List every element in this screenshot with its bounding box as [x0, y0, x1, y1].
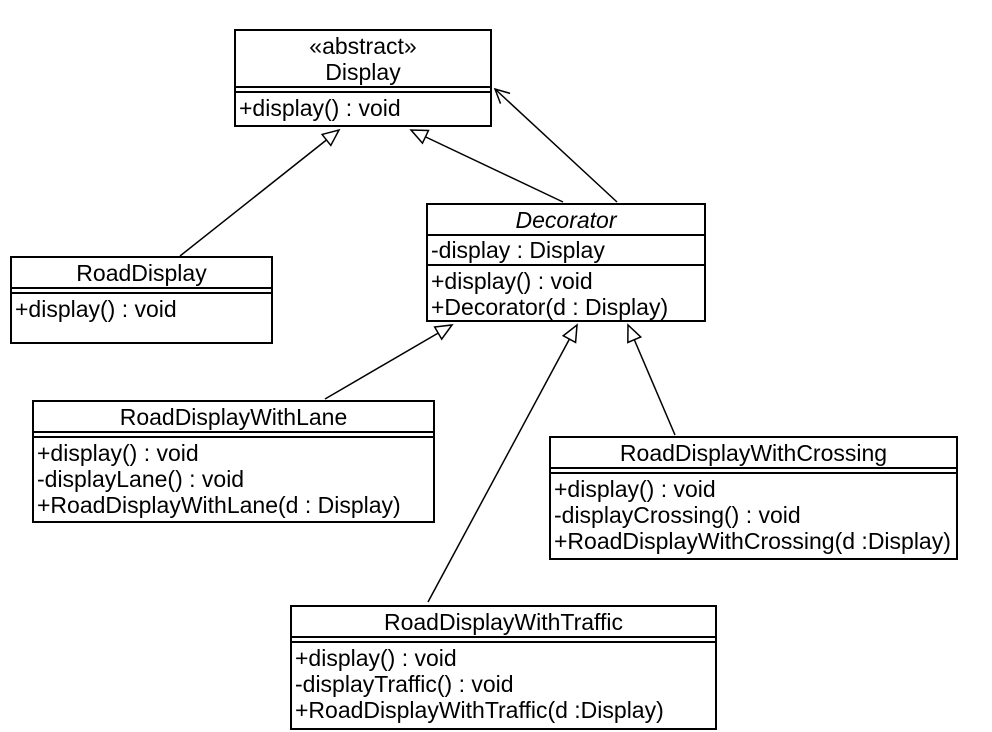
class-decorator: Decorator -display : Display +display() …	[426, 203, 706, 322]
class-roaddisplaywithcrossing-name: RoadDisplayWithCrossing	[619, 440, 888, 466]
class-roaddisplaywithlane-attributes-compartment	[34, 433, 433, 438]
class-roaddisplaywithlane-methods-compartment: +display() : void -displayLane() : void …	[34, 438, 433, 521]
method-label: +display() : void	[295, 645, 457, 671]
class-roaddisplaywithlane-name: RoadDisplayWithLane	[119, 404, 348, 430]
class-display: «abstract» Display +display() : void	[234, 29, 492, 127]
method-label: +display() : void	[554, 476, 716, 502]
class-roaddisplay-name: RoadDisplay	[76, 260, 207, 286]
method-label: +RoadDisplayWithCrossing(d :Display)	[554, 528, 951, 554]
class-roaddisplaywithtraffic-title: RoadDisplayWithTraffic	[292, 607, 715, 638]
class-roaddisplaywithtraffic-methods-compartment: +display() : void -displayTraffic() : vo…	[292, 643, 715, 728]
method-label: -displayCrossing() : void	[554, 502, 801, 528]
class-roaddisplaywithtraffic: RoadDisplayWithTraffic +display() : void…	[290, 605, 717, 730]
class-roaddisplaywithcrossing-methods-compartment: +display() : void -displayCrossing() : v…	[551, 474, 956, 558]
class-display-methods-compartment: +display() : void	[236, 93, 490, 125]
generalization-decorator-to-display	[409, 129, 564, 203]
attribute-label: -display : Display	[431, 237, 605, 263]
generalization-traffic-to-decorator	[427, 323, 578, 603]
association-decorator-to-display	[493, 87, 618, 203]
method-label: -displayTraffic() : void	[295, 671, 514, 697]
method-label: +RoadDisplayWithTraffic(d :Display)	[295, 697, 664, 723]
class-display-name: Display	[325, 59, 401, 85]
class-roaddisplay-title: RoadDisplay	[12, 258, 271, 289]
class-roaddisplaywithlane-title: RoadDisplayWithLane	[34, 402, 433, 433]
class-decorator-title: Decorator	[428, 205, 704, 236]
method-label: +display() : void	[239, 95, 401, 121]
class-roaddisplay-methods-compartment: +display() : void	[12, 294, 271, 342]
method-label: -displayLane() : void	[37, 466, 245, 492]
method-label: +RoadDisplayWithLane(d : Display)	[37, 492, 401, 518]
class-display-stereotype: «abstract»	[309, 33, 417, 59]
class-roaddisplaywithlane: RoadDisplayWithLane +display() : void -d…	[32, 400, 435, 523]
method-label: +display() : void	[15, 296, 177, 322]
method-label: +display() : void	[37, 440, 199, 466]
class-roaddisplaywithcrossing-attributes-compartment	[551, 469, 956, 474]
generalization-roaddisplay-to-display	[179, 128, 341, 257]
class-decorator-methods-compartment: +display() : void +Decorator(d : Display…	[428, 266, 704, 322]
class-roaddisplaywithtraffic-attributes-compartment	[292, 638, 715, 643]
class-roaddisplaywithcrossing-title: RoadDisplayWithCrossing	[551, 438, 956, 469]
class-display-title: «abstract» Display	[236, 31, 490, 88]
class-roaddisplaywithcrossing: RoadDisplayWithCrossing +display() : voi…	[549, 436, 958, 560]
generalization-crossing-to-decorator	[627, 323, 676, 436]
class-decorator-name: Decorator	[515, 207, 617, 233]
class-roaddisplaywithtraffic-name: RoadDisplayWithTraffic	[383, 609, 624, 635]
class-roaddisplay: RoadDisplay +display() : void	[10, 256, 273, 344]
class-display-attributes-compartment	[236, 88, 490, 93]
class-roaddisplay-attributes-compartment	[12, 289, 271, 294]
method-label: +display() : void	[431, 268, 593, 294]
class-decorator-attributes-compartment: -display : Display	[428, 236, 704, 266]
generalization-lane-to-decorator	[324, 324, 454, 400]
method-label: +Decorator(d : Display)	[431, 294, 669, 320]
